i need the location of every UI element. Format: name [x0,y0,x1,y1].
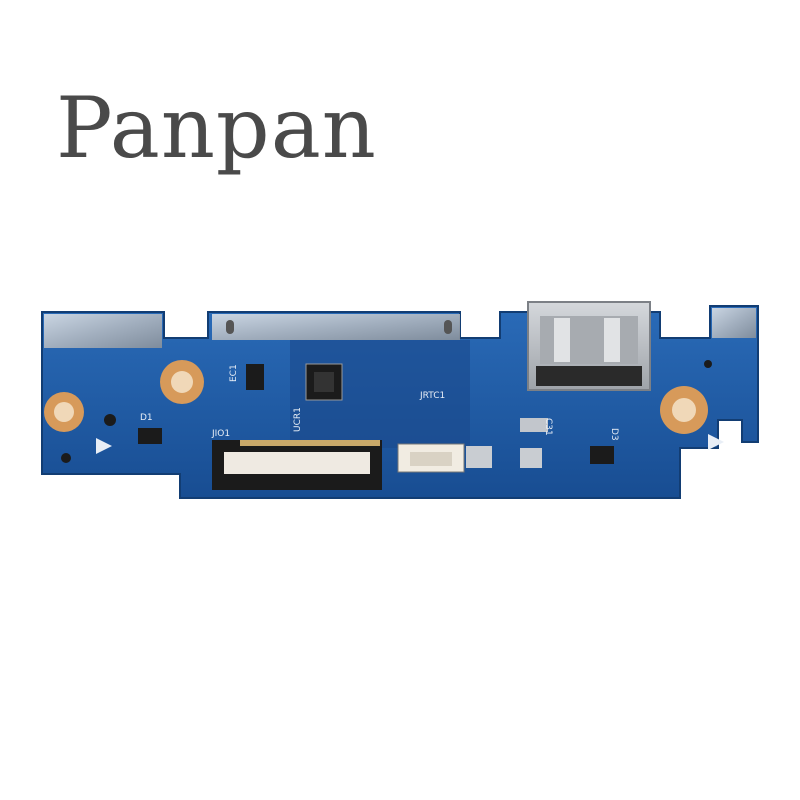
rtc-connector [397,443,465,473]
shield-strip-left [44,314,162,348]
label-d3: D3 [609,428,619,441]
label-jio1: JIO1 [211,429,230,439]
shield-strip-center [212,314,460,340]
led-pad-1 [466,446,492,468]
usb-port [527,301,651,391]
brand-watermark: Panpan [56,79,377,177]
component-d3 [590,446,614,464]
component-d1 [138,428,162,444]
screw-pad-center-left [160,360,204,404]
component-ec1 [246,364,264,390]
screw-pad-left [44,392,84,432]
ffc-connector [212,440,382,490]
label-ec1: EC1 [229,364,239,382]
screw-pad-right [660,386,708,434]
label-ucr1: UCR1 [293,407,303,432]
label-jrtc1: JRTC1 [419,391,445,401]
label-d1: D1 [140,413,153,423]
capacitor-c31 [520,418,548,432]
led-pad-2 [520,448,542,468]
label-c31: C31 [543,418,553,436]
shield-strip-right [712,308,756,338]
